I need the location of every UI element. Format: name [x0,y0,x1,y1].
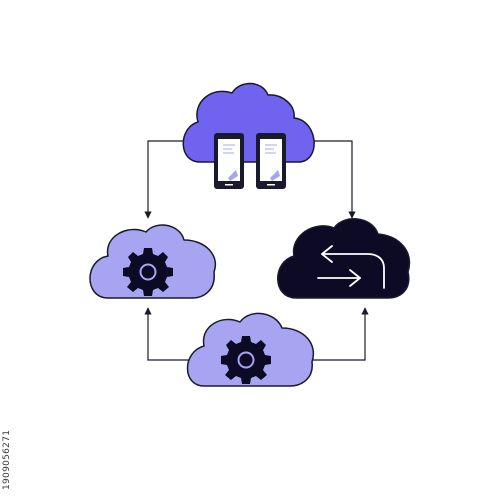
gear-icon [221,336,271,384]
bottom-cloud [186,312,315,387]
edge-bottom-to-left [144,307,198,361]
edge-top-to-right [310,140,356,219]
cloud-shape-top [182,82,315,163]
stock-image-id: 1909056271 [2,429,12,490]
smartphones-icon [214,133,286,189]
exchange-arrows-icon [317,245,385,289]
cloud-shape-right [277,218,411,299]
edge-top-to-left [144,140,190,219]
phone-right [256,133,286,189]
phone-left [214,133,244,189]
edge-bottom-to-right [305,307,369,361]
connectors [144,140,369,361]
top-cloud [182,82,315,189]
gear-icon [123,248,173,296]
right-cloud [277,218,411,299]
left-cloud [89,224,217,299]
